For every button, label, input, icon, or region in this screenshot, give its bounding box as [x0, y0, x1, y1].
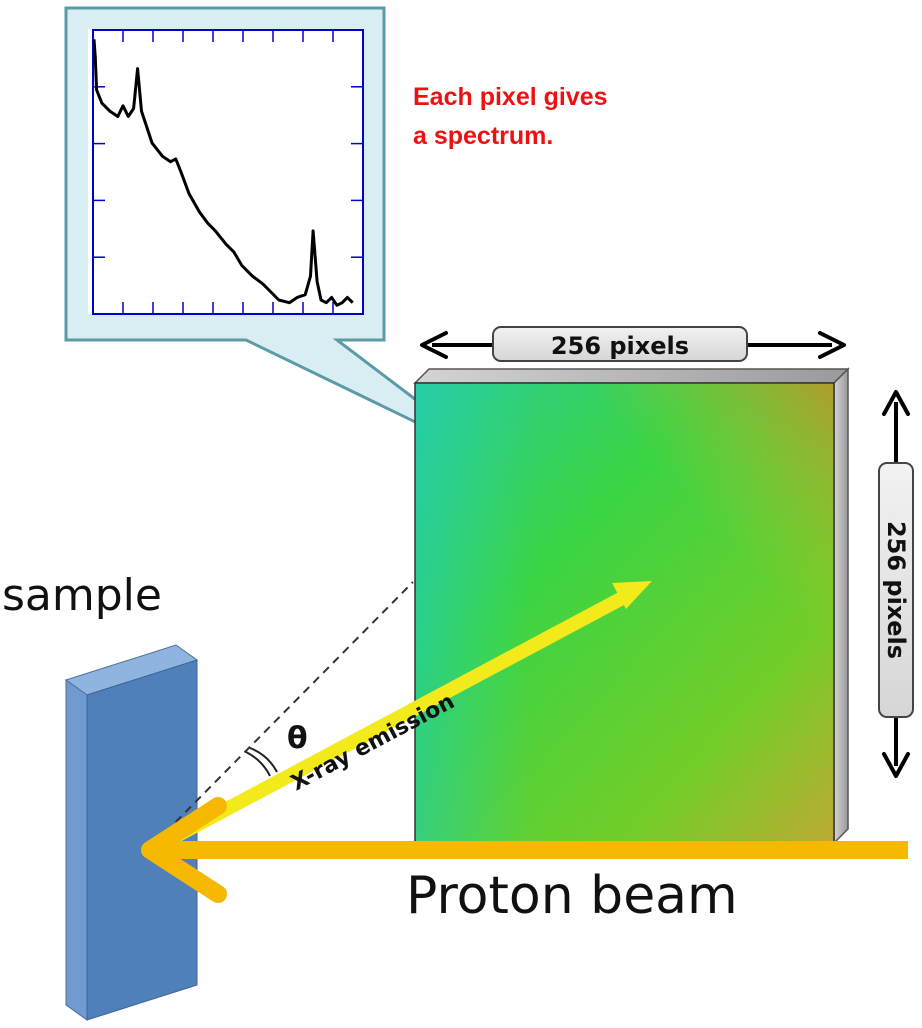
proton-beam-arrow	[141, 797, 908, 903]
beam-label: Proton beam	[406, 866, 738, 926]
callout-text-line1: Each pixel gives	[413, 83, 608, 111]
angle-arc	[245, 751, 271, 777]
height-dimension: 256 pixels	[878, 390, 914, 778]
spectrum-plot-area	[88, 29, 363, 314]
xray-emission-arrow	[146, 581, 652, 857]
normal-dashed-line	[145, 581, 414, 853]
height-label-box	[878, 462, 914, 718]
callout-text-line2: a spectrum.	[413, 122, 553, 150]
spectrum-axes	[92, 29, 364, 315]
width-label: 256 pixels	[551, 332, 689, 360]
sample-side	[65, 679, 88, 1021]
height-label: 256 pixels	[882, 521, 910, 659]
width-label-box	[492, 326, 748, 362]
angle-arc-inner	[249, 747, 278, 773]
sample-front	[86, 659, 198, 1021]
detector-face-corner	[415, 383, 834, 843]
spectrum-callout	[64, 6, 499, 464]
sample-plate	[64, 644, 199, 1021]
spectrum-ticks	[93, 30, 363, 314]
spectrum-curve	[92, 39, 354, 307]
detector-side-edge	[833, 367, 849, 845]
width-dimension: 256 pixels	[420, 326, 846, 362]
angle-theta: θ	[287, 721, 308, 756]
sample-label: sample	[2, 570, 162, 621]
detector	[413, 367, 850, 845]
detector-top-edge	[413, 368, 850, 384]
